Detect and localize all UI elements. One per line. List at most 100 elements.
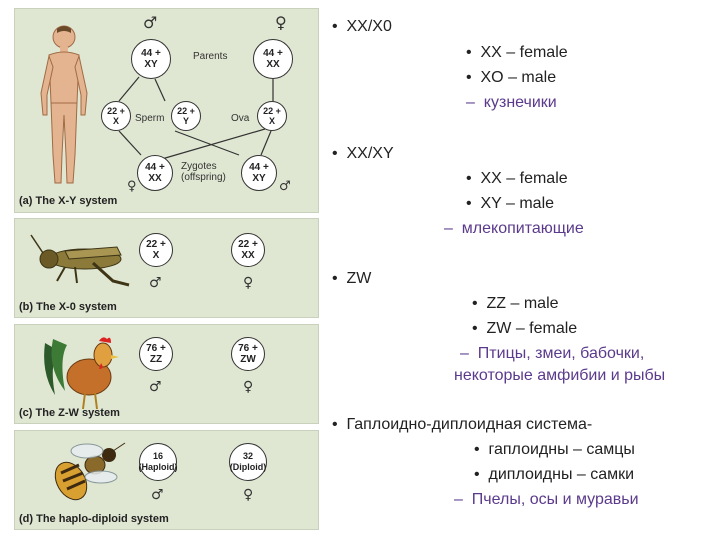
female-symbol-icon: ♀ [127,179,137,194]
list-item-text: ZW – female [486,320,578,337]
section-title-text: XX/X0 [346,18,392,35]
female-symbol-icon: ♀ [243,379,254,395]
panel-caption: (d) The haplo-diploid system [19,513,169,525]
male-symbol-icon: ♂ [149,275,162,291]
cell-line-2: X [268,116,275,126]
caption-text: The X-Y system [35,195,118,207]
male-symbol-icon: ♂ [279,179,291,194]
zygote-male-cell: 44 + XY [241,155,277,191]
note-text: млекопитающие [461,220,584,237]
cell-line-2: ZW [240,354,256,365]
cell-line-1: 44 + [141,48,161,59]
cell-line-2: ZZ [149,354,163,365]
list-item: • ZZ – male [472,295,559,312]
list-item-text: XY – male [480,195,555,212]
cell-line-2: (Haploid) [138,462,178,472]
grasshopper-illustration [30,234,130,287]
cell-line-2: X [112,116,119,126]
cell-line-1: 22 + [107,106,125,116]
human-male-illustration [40,25,88,184]
caption-text: The Z-W system [35,407,120,419]
parent-male-cell: 44 + XY [131,39,171,79]
note: – Пчелы, осы и муравьи [454,491,639,508]
panel-caption: (a) The X-Y system [19,195,117,207]
section-title: • Гаплоидно-диплоидная система- [332,416,593,433]
caption-text: The haplo-diploid system [36,513,169,525]
list-item-text: XX – female [480,44,568,61]
note: – кузнечики [466,94,557,111]
bee-illustration [54,442,126,501]
panel-x0-system: 22 + X 22 + XX ♂ ♀ (b) The X-0 system [14,218,319,318]
sperm-label: Sperm [135,113,165,124]
caption-letter: (c) [19,407,33,419]
cell-line-2: XX [266,59,280,70]
ovum-cell: 22 + X [257,101,287,131]
panel-xy-system: ♂ ♀ 44 + XY Parents 44 + XX 22 + X [14,8,319,213]
sperm-y-cell: 22 + Y [171,101,201,131]
section-title-text: Гаплоидно-диплоидная система- [346,416,593,433]
cell-line-2: Y [182,116,189,126]
cell-line-1: 44 + [249,162,269,173]
cell-line-1: 22 + [263,106,281,116]
caption-letter: (b) [19,301,34,313]
zygotes-line-1: Zygotes [181,161,217,172]
cell-line-1: 44 + [145,162,165,173]
list-item: • диплоидны – самки [474,466,635,483]
rooster-illustration [44,337,119,410]
female-symbol-icon: ♀ [275,13,287,32]
zygote-female-cell: 44 + XX [137,155,173,191]
list-item: • ZW – female [472,320,578,337]
list-item: • XO – male [466,69,557,86]
male-symbol-icon: ♂ [143,13,158,32]
female-cell: 32 (Diploid) [229,443,267,481]
list-item-text: XO – male [480,69,557,86]
male-cell: 76 + ZZ [139,337,173,371]
cell-line-1: 76 + [238,343,258,354]
male-cell: 16 (Haploid) [138,443,178,481]
list-item-text: гаплоидны – самцы [488,441,635,458]
list-item: • XX – female [466,170,568,187]
list-item: • гаплоидны – самцы [474,441,635,458]
panel-caption: (b) The X-0 system [19,301,117,313]
female-symbol-icon: ♀ [243,487,254,503]
section-title-text: XX/XY [346,145,394,162]
cell-line-2: XY [252,173,266,184]
cell-line-1: 16 [152,451,163,461]
caption-text: The X-0 system [36,301,117,313]
male-symbol-icon: ♂ [149,379,162,395]
section-title-text: ZW [346,270,372,287]
section-title: • XX/XY [332,145,394,162]
sex-determination-figure: ♂ ♀ 44 + XY Parents 44 + XX 22 + X [14,8,319,530]
caption-letter: (d) [19,513,34,525]
cell-line-2: XX [148,173,162,184]
note-line-2: некоторые амфибии и рыбы [454,367,666,384]
list-item-text: ZZ – male [486,295,559,312]
list-item: • XX – female [466,44,568,61]
section-title: • ZW [332,270,372,287]
note: – млекопитающие [444,220,584,237]
parent-female-cell: 44 + XX [253,39,293,79]
cell-line-2: XY [144,59,158,70]
cell-line-1: 22 + [146,239,166,250]
panel-haplo-diploid-system: 16 (Haploid) 32 (Diploid) ♂ ♀ (d) The ha… [14,430,319,530]
cell-line-1: 22 + [177,106,195,116]
arrows [118,76,274,162]
cell-line-1: 32 [242,451,253,461]
cell-line-1: 76 + [146,343,166,354]
note-text: Пчелы, осы и муравьи [471,491,639,508]
zygotes-line-2: (offspring) [181,172,226,183]
note-text: кузнечики [483,94,557,111]
note-text: Птицы, змеи, бабочки, [477,345,645,362]
cell-line-2: (Diploid) [229,462,267,472]
female-cell: 76 + ZW [231,337,265,371]
list-item-text: диплоидны – самки [488,466,635,483]
female-cell: 22 + XX [231,233,265,267]
male-symbol-icon: ♂ [151,487,164,503]
female-symbol-icon: ♀ [243,275,254,291]
cell-line-2: X [152,250,160,261]
note: – Птицы, змеи, бабочки, [460,345,645,362]
list-item-text: XX – female [480,170,568,187]
cell-line-1: 44 + [263,48,283,59]
cell-line-1: 22 + [238,239,258,250]
zygotes-label: Zygotes (offspring) [181,161,226,183]
